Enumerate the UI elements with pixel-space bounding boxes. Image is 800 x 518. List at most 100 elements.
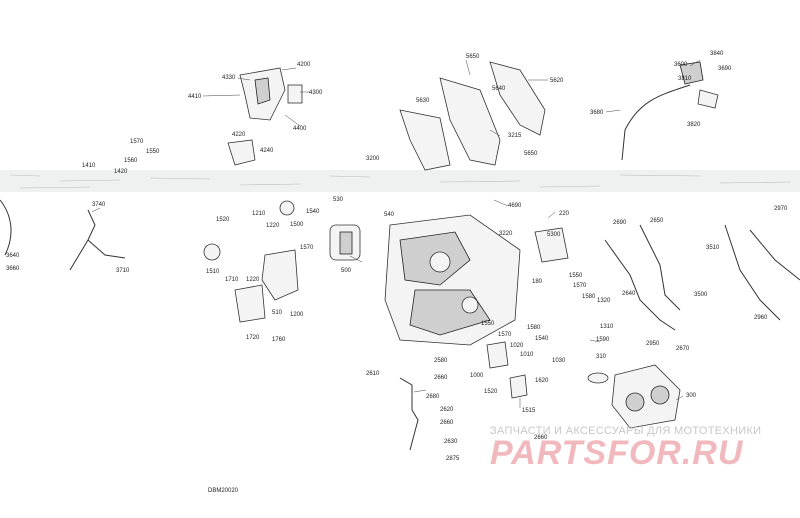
callout-label: 1000 (470, 373, 484, 379)
hose-2640 (604, 239, 676, 331)
callout-label: 1760 (272, 337, 286, 343)
clamp-310 (587, 372, 609, 384)
callout-label: 5650 (466, 54, 480, 60)
callout-label: 4240 (260, 148, 274, 154)
callout-label: 4300 (309, 90, 323, 96)
callout-label: 2690 (613, 220, 627, 226)
scan-noise-band (0, 170, 800, 192)
side-panel-5620 (489, 61, 546, 136)
watermark-subtitle: ЗАПЧАСТИ И АКСЕССУАРЫ ДЛЯ МОТОТЕХНИКИ (490, 425, 762, 437)
callout-label: 5620 (550, 78, 564, 84)
hose-2650 (639, 224, 681, 311)
callout-label: 1720 (246, 335, 260, 341)
callout-label: 1570 (573, 283, 587, 289)
pulley-1540 (279, 200, 295, 216)
watermark-brand: PARTSFOR.RU (490, 434, 744, 472)
callout-label: 1420 (114, 169, 128, 175)
callout-label: 1570 (300, 245, 314, 251)
engine-block (384, 214, 521, 346)
callout-label: 1510 (206, 269, 220, 275)
callout-label: 1550 (569, 273, 583, 279)
callout-label: 1200 (290, 312, 304, 318)
callout-label: 1520 (216, 217, 230, 223)
bracket-1760 (234, 284, 266, 323)
callout-label: 300 (686, 393, 697, 399)
mount-bracket-4220 (227, 139, 256, 166)
callout-labels: 4330 4200 4410 4300 4400 4220 4240 1570 … (6, 51, 788, 462)
callout-label: 3660 (6, 266, 20, 272)
callout-label: 2950 (646, 341, 660, 347)
callout-label: 3640 (6, 253, 20, 259)
callout-label: 1320 (597, 298, 611, 304)
callout-label: 3740 (92, 202, 106, 208)
hose-2960 (749, 229, 800, 281)
water-pump-1515 (509, 374, 528, 399)
callout-label: 1020 (510, 343, 524, 349)
side-panel-5630 (399, 77, 501, 171)
callout-label: 3680 (590, 110, 604, 116)
diagram-reference-code: DBM20020 (208, 488, 239, 494)
callout-label: 4410 (188, 94, 202, 100)
hose-2630 (399, 377, 419, 451)
callout-label: 2620 (440, 407, 454, 413)
callout-label: 500 (341, 268, 352, 274)
callout-label: 3710 (116, 268, 130, 274)
bracket-1200 (261, 249, 299, 301)
callout-label: 1220 (246, 277, 260, 283)
callout-label: 1550 (481, 321, 495, 327)
callout-label: 2660 (434, 375, 448, 381)
hose-3710 (69, 209, 126, 271)
callout-label: 2960 (754, 315, 768, 321)
callout-label: 1520 (484, 389, 498, 395)
callout-label: 3840 (710, 51, 724, 57)
hose-3640 (0, 199, 12, 256)
callout-label: 2875 (446, 456, 460, 462)
callout-label: 1570 (130, 139, 144, 145)
callout-label: 5640 (492, 86, 506, 92)
callout-label: 1220 (266, 223, 280, 229)
callout-label: 220 (559, 211, 570, 217)
callout-label: 3810 (678, 76, 692, 82)
callout-label: 1580 (582, 294, 596, 300)
callout-label: 5300 (547, 232, 561, 238)
starter-motor-500 (329, 224, 361, 261)
callout-label: 1310 (600, 324, 614, 330)
callout-leaders (91, 59, 701, 408)
callout-label: 4690 (508, 203, 522, 209)
upper-bracket-assembly (239, 67, 303, 121)
callout-label: 1710 (225, 277, 239, 283)
callout-label: 2630 (444, 439, 458, 445)
callout-label: 1210 (252, 211, 266, 217)
callout-label: 2660 (534, 435, 548, 441)
callout-label: 1620 (535, 378, 549, 384)
callout-label: 3510 (706, 245, 720, 251)
callout-label: 1590 (596, 337, 610, 343)
callout-label: 1580 (527, 325, 541, 331)
callout-label: 5650 (524, 151, 538, 157)
callout-label: 530 (333, 197, 344, 203)
callout-label: 1540 (535, 336, 549, 342)
cover-5300 (534, 227, 569, 263)
callout-label: 1010 (520, 352, 534, 358)
callout-label: 1500 (290, 222, 304, 228)
callout-label: 510 (272, 310, 283, 316)
callout-label: 1515 (522, 408, 536, 414)
callout-label: 3690 (718, 66, 732, 72)
callout-label: 2970 (774, 206, 788, 212)
callout-label: 1570 (498, 332, 512, 338)
callout-label: 1560 (124, 158, 138, 164)
bracket-assembly-3820 (621, 61, 719, 161)
callout-label: 4200 (297, 62, 311, 68)
callout-label: 540 (384, 212, 395, 218)
callout-label: 2680 (426, 394, 440, 400)
callout-label: 3220 (499, 231, 513, 237)
callout-label: 3200 (366, 156, 380, 162)
callout-label: 1030 (552, 358, 566, 364)
callout-label: 3500 (694, 292, 708, 298)
callout-label: 4220 (232, 132, 246, 138)
callout-label: 4400 (293, 126, 307, 132)
scan-noise-specks (9, 174, 791, 189)
callout-label: 3820 (687, 122, 701, 128)
callout-label: 2670 (676, 346, 690, 352)
